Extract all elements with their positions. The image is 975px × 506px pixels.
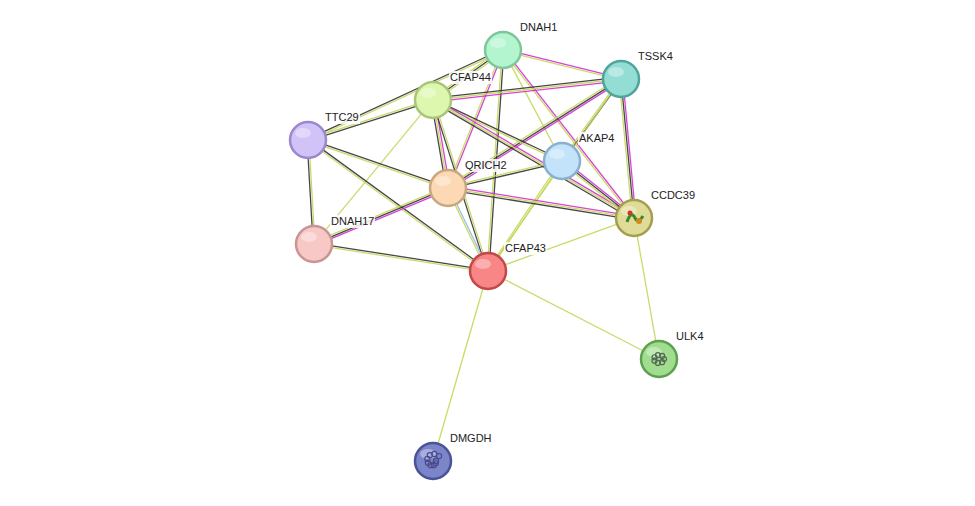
interaction-edge bbox=[637, 236, 656, 342]
node-label: CFAP44 bbox=[449, 71, 492, 84]
node-label: TTC29 bbox=[324, 111, 360, 124]
node-circle bbox=[288, 120, 328, 160]
protein-node: DNAH1 bbox=[483, 30, 523, 70]
interaction-edge bbox=[448, 108, 620, 211]
node-label: CCDC39 bbox=[650, 189, 696, 202]
protein-node: TSSK4 bbox=[601, 59, 641, 99]
protein-node: DMGDH bbox=[413, 441, 453, 481]
node-circle bbox=[483, 30, 523, 70]
node-circle bbox=[542, 141, 582, 181]
node-label: CFAP43 bbox=[504, 242, 547, 255]
node-circle bbox=[413, 441, 453, 481]
node-label: TSSK4 bbox=[637, 50, 674, 63]
node-label: DNAH17 bbox=[330, 215, 375, 228]
interaction-edge bbox=[438, 288, 483, 443]
interaction-edge bbox=[455, 204, 481, 255]
node-label: DMGDH bbox=[449, 432, 493, 445]
interaction-edge bbox=[322, 150, 474, 261]
interaction-edge bbox=[449, 107, 546, 154]
node-label: AKAP4 bbox=[578, 132, 615, 145]
protein-node: ULK4 bbox=[639, 339, 679, 379]
interaction-edge bbox=[575, 171, 621, 208]
node-circle bbox=[294, 224, 334, 264]
node-label: QRICH2 bbox=[464, 159, 508, 172]
protein-node: TTC29 bbox=[288, 120, 328, 160]
protein-node: CFAP44 bbox=[413, 80, 453, 120]
node-label: DNAH1 bbox=[519, 21, 558, 34]
protein-node: DNAH17 bbox=[294, 224, 334, 264]
protein-node: QRICH2 bbox=[428, 168, 468, 208]
interaction-edge bbox=[325, 105, 416, 136]
interaction-edge bbox=[325, 145, 432, 183]
node-circle bbox=[639, 339, 679, 379]
interaction-edge bbox=[330, 193, 432, 238]
protein-node: CFAP43 bbox=[468, 251, 508, 291]
node-circle bbox=[614, 198, 654, 238]
node-circle bbox=[468, 251, 508, 291]
interaction-edge bbox=[520, 53, 603, 75]
node-circle bbox=[413, 80, 453, 120]
interaction-edge bbox=[505, 224, 617, 265]
interaction-edge bbox=[332, 246, 471, 269]
interaction-edge bbox=[465, 189, 616, 217]
interaction-edge bbox=[621, 97, 634, 200]
protein-node: CCDC39 bbox=[614, 198, 654, 238]
interaction-edge bbox=[498, 94, 611, 256]
interaction-edge bbox=[308, 158, 314, 226]
node-label: ULK4 bbox=[675, 330, 705, 343]
node-circle bbox=[428, 168, 468, 208]
protein-node: AKAP4 bbox=[542, 141, 582, 181]
interaction-edge bbox=[497, 175, 552, 256]
interaction-edge bbox=[504, 279, 643, 351]
node-circle bbox=[601, 59, 641, 99]
